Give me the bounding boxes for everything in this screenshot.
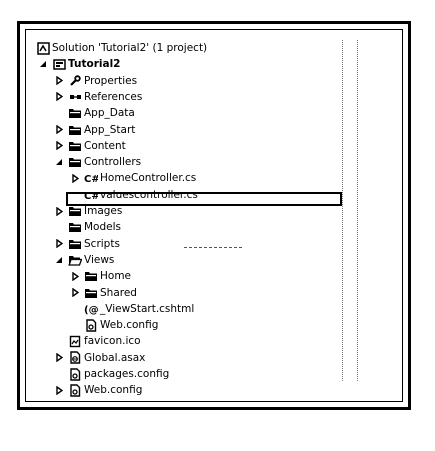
tree-item-properties[interactable]: Properties	[26, 73, 402, 89]
expand-arrow-icon[interactable]	[54, 382, 64, 398]
expand-arrow-icon[interactable]	[70, 285, 80, 301]
tree-item-views-shared[interactable]: Shared	[26, 285, 402, 301]
tree-item-label: Home	[100, 270, 132, 283]
tree-item-label: Content	[84, 139, 126, 152]
solution-explorer-panel: Solution 'Tutorial2' (1 project) Tutoria…	[17, 21, 411, 410]
svg-text:C#: C#	[84, 191, 98, 201]
folder-icon	[68, 219, 82, 235]
expand-arrow-icon[interactable]	[70, 170, 80, 186]
tree-item-label: App_Start	[84, 123, 136, 136]
tree-item-views[interactable]: Views	[26, 252, 402, 268]
tree-item-app-data[interactable]: App_Data	[26, 105, 402, 121]
tree-item-label: Scripts	[84, 237, 120, 250]
folder-icon	[68, 236, 82, 252]
global-file-icon	[68, 350, 82, 366]
expand-arrow-icon[interactable]	[54, 89, 64, 105]
tree-item-label: Models	[84, 221, 121, 234]
tree-item-label: Tutorial2	[68, 58, 121, 71]
folder-open-icon	[68, 252, 82, 268]
config-file-icon	[68, 382, 82, 398]
references-icon	[68, 89, 82, 105]
tree-item-label: Web.config	[100, 319, 159, 332]
folder-icon	[68, 122, 82, 138]
tree-item-content[interactable]: Content	[26, 138, 402, 154]
tree-item-label: _ViewStart.cshtml	[100, 302, 195, 315]
tree-item-controllers[interactable]: Controllers	[26, 154, 402, 170]
tree-item-scripts[interactable]: Scripts	[26, 236, 402, 252]
tree-item-valuescontroller[interactable]: C#valuescontroller.cs	[26, 187, 402, 203]
tree-item-label: Properties	[84, 74, 138, 87]
razor-file-icon: (@)	[84, 301, 98, 317]
tree-item-images[interactable]: Images	[26, 203, 402, 219]
svg-text:C#: C#	[84, 174, 98, 184]
guide-line	[357, 40, 358, 381]
folder-icon	[68, 203, 82, 219]
config-file-icon	[68, 366, 82, 382]
tree-item-label: packages.config	[84, 368, 170, 380]
tree-item-views-home[interactable]: Home	[26, 268, 402, 284]
folder-icon	[84, 285, 98, 301]
tree-item-favicon[interactable]: favicon.ico	[26, 333, 402, 349]
tree-item-label: favicon.ico	[84, 335, 141, 348]
guide-line	[342, 40, 343, 381]
selection-highlight	[66, 192, 342, 206]
csharp-file-icon: C#	[84, 170, 98, 186]
tree-item-global-asax[interactable]: Global.asax	[26, 350, 402, 366]
expand-arrow-icon[interactable]	[54, 203, 64, 219]
tree-item-label: References	[84, 90, 143, 103]
tree-item-viewstart[interactable]: (@)_ViewStart.cshtml	[26, 301, 402, 317]
config-file-icon	[84, 317, 98, 333]
image-file-icon	[68, 333, 82, 349]
expand-arrow-icon[interactable]	[70, 268, 80, 284]
tree-item-label: Shared	[100, 286, 137, 299]
tree-item-homecontroller[interactable]: C#HomeController.cs	[26, 170, 402, 186]
solution-row[interactable]: Solution 'Tutorial2' (1 project)	[26, 40, 402, 56]
tree-item-label: Images	[84, 205, 123, 217]
expand-arrow-icon[interactable]	[54, 73, 64, 89]
tree-item-label: Views	[84, 253, 115, 266]
tree-item-label: valuescontroller.cs	[100, 188, 198, 201]
folder-icon	[68, 154, 82, 170]
tree-item-project-tutorial2[interactable]: Tutorial2	[26, 56, 402, 72]
tree-item-label: Global.asax	[84, 351, 146, 364]
tree-item-webconfig[interactable]: Web.config	[26, 382, 402, 398]
solution-icon	[36, 40, 50, 56]
expand-arrow-icon[interactable]	[54, 138, 64, 154]
folder-icon	[68, 138, 82, 154]
tree-item-label: Controllers	[84, 156, 142, 169]
tree-item-packages-config[interactable]: packages.config	[26, 366, 402, 382]
collapse-arrow-icon[interactable]	[38, 56, 48, 72]
csharp-file-icon: C#	[84, 187, 98, 203]
tree-item-models[interactable]: Models	[26, 219, 402, 235]
solution-explorer-tree-area: Solution 'Tutorial2' (1 project) Tutoria…	[25, 29, 403, 402]
project-icon	[52, 56, 66, 72]
tree-item-label: App_Data	[84, 107, 135, 120]
drag-indicator	[184, 247, 242, 248]
collapse-arrow-icon[interactable]	[54, 154, 64, 170]
expand-arrow-icon[interactable]	[54, 236, 64, 252]
solution-label: Solution 'Tutorial2' (1 project)	[52, 42, 208, 54]
tree-item-label: HomeController.cs	[100, 172, 197, 185]
collapse-arrow-icon[interactable]	[54, 252, 64, 268]
tree-item-references[interactable]: References	[26, 89, 402, 105]
svg-text:(@): (@)	[84, 305, 98, 315]
folder-icon	[68, 105, 82, 121]
expand-arrow-icon[interactable]	[54, 122, 64, 138]
wrench-icon	[68, 73, 82, 89]
tree-item-label: Web.config	[84, 384, 143, 397]
expand-arrow-icon[interactable]	[54, 350, 64, 366]
tree-item-app-start[interactable]: App_Start	[26, 122, 402, 138]
folder-icon	[84, 268, 98, 284]
tree-item-views-webconfig[interactable]: Web.config	[26, 317, 402, 333]
